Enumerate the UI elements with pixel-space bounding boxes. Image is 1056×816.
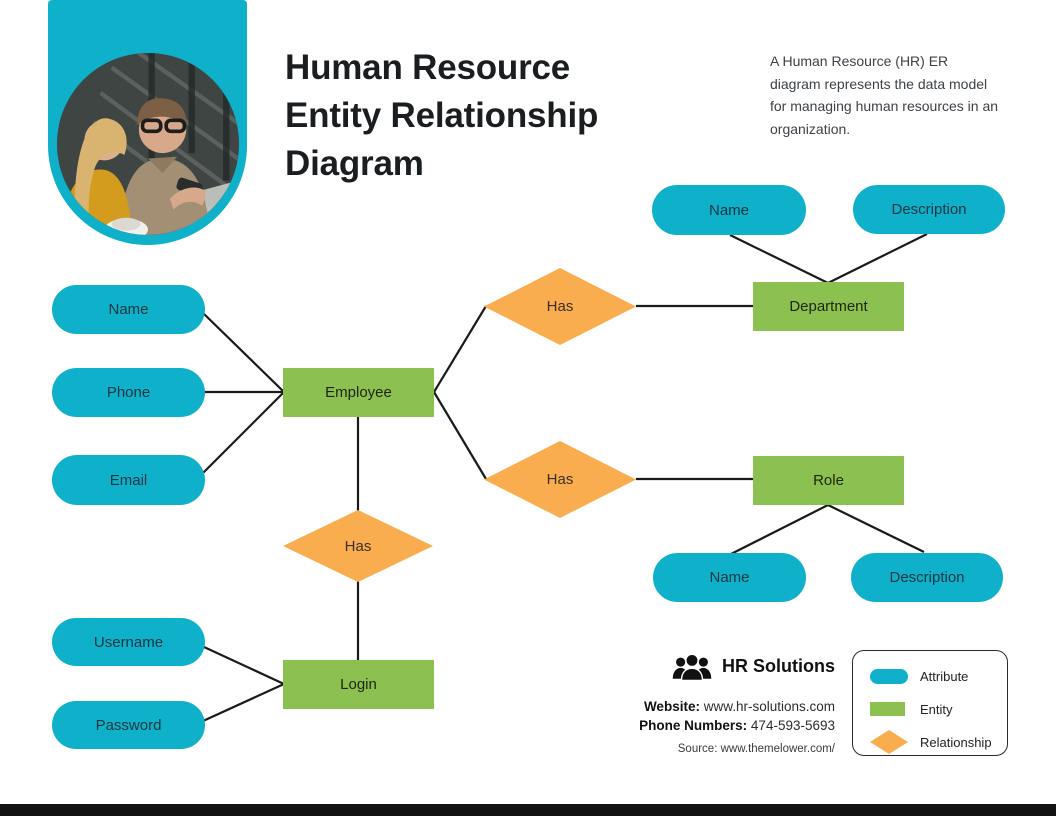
- attribute-label: Description: [889, 569, 965, 586]
- attribute-swatch-icon: [870, 668, 910, 684]
- people-icon: [672, 653, 712, 681]
- entity-role: Role: [753, 456, 904, 505]
- legend-item-attribute: Attribute: [870, 664, 1007, 688]
- connector-line: [202, 312, 285, 393]
- connector-line: [433, 391, 487, 480]
- connector-line: [729, 234, 829, 284]
- attribute-label: Password: [95, 716, 162, 734]
- attribute-description-role: Description: [851, 553, 1003, 602]
- attribute-label: Name: [108, 301, 149, 318]
- bottom-accent-bar: [0, 804, 1056, 816]
- relationship-swatch-icon: [870, 730, 910, 754]
- legend-box: Attribute Entity Relationship: [852, 650, 1008, 756]
- entity-employee: Employee: [283, 368, 434, 417]
- connector-line: [203, 646, 285, 685]
- entity-department: Department: [753, 282, 904, 331]
- attribute-description-department: Description: [853, 185, 1005, 234]
- website-line: Website: www.hr-solutions.com: [639, 697, 835, 716]
- attribute-name-role: Name: [653, 553, 806, 602]
- intro-paragraph: A Human Resource (HR) ER diagram represe…: [770, 53, 999, 137]
- team-photo-illustration: [57, 53, 239, 235]
- attribute-email-employee: Email: [52, 455, 205, 505]
- company-logo-row: HR Solutions: [639, 652, 835, 681]
- connector-line: [827, 504, 925, 553]
- attribute-label: Email: [109, 471, 148, 489]
- relationship-label: Has: [546, 298, 574, 315]
- legend-item-entity: Entity: [870, 697, 1007, 721]
- relationship-has-employee-department: Has: [484, 268, 636, 345]
- company-info: HR Solutions Website: www.hr-solutions.c…: [639, 652, 835, 755]
- attribute-label: Username: [93, 633, 164, 651]
- attribute-username-login: Username: [52, 618, 205, 666]
- attribute-phone-employee: Phone: [52, 368, 205, 417]
- source-credit: Source: www.themelower.com/: [677, 743, 835, 755]
- legend-label: Relationship: [920, 734, 992, 750]
- website-url: www.hr-solutions.com: [699, 699, 835, 714]
- phone-number: 474-593-5693: [747, 718, 835, 733]
- entity-label: Role: [813, 472, 844, 489]
- entity-label: Login: [340, 676, 377, 693]
- company-name: HR Solutions: [722, 656, 835, 676]
- connector-line: [730, 504, 829, 555]
- team-photo: [57, 53, 239, 235]
- attribute-label: Description: [891, 201, 967, 218]
- relationship-has-employee-role: Has: [484, 441, 636, 518]
- attribute-label: Name: [708, 201, 749, 219]
- legend-label: Attribute: [920, 668, 969, 684]
- page-title: Human Resource Entity Relationship Diagr…: [285, 48, 599, 183]
- attribute-name-employee: Name: [52, 285, 205, 334]
- connector-line: [827, 233, 928, 284]
- connector-line: [202, 391, 285, 474]
- legend-item-relationship: Relationship: [870, 730, 1007, 754]
- attribute-label: Phone: [106, 384, 151, 401]
- entity-label: Employee: [325, 384, 392, 401]
- entity-swatch-icon: [870, 702, 910, 716]
- phone-label: Phone Numbers:: [639, 718, 748, 733]
- website-label: Website:: [643, 699, 700, 714]
- relationship-label: Has: [344, 537, 372, 555]
- attribute-label: Name: [709, 569, 750, 586]
- entity-label: Department: [789, 298, 868, 315]
- relationship-has-employee-login: Has: [283, 510, 433, 582]
- attribute-name-department: Name: [652, 185, 806, 235]
- legend-label: Entity: [920, 701, 953, 717]
- relationship-label: Has: [546, 471, 574, 488]
- phone-line: Phone Numbers: 474-593-5693: [639, 716, 835, 735]
- entity-login: Login: [283, 660, 434, 709]
- connector-line: [202, 682, 285, 723]
- connector-line: [433, 305, 487, 393]
- attribute-password-login: Password: [52, 701, 205, 749]
